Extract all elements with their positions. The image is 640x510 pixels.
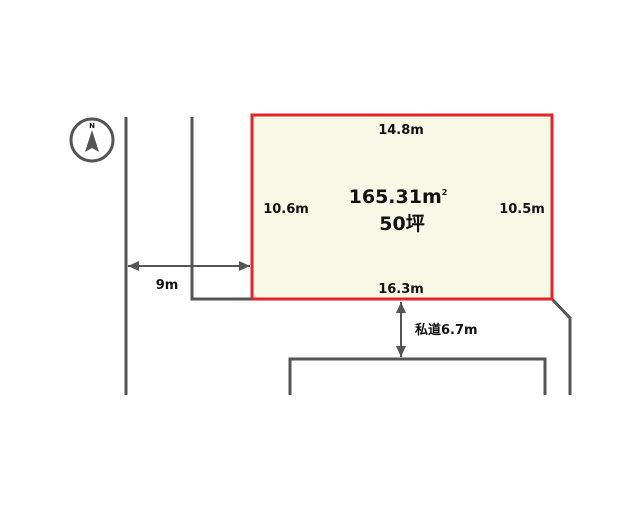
lot-area-sqm: 165.31m2 bbox=[349, 186, 448, 208]
road-width-label: 9m bbox=[156, 278, 179, 293]
arrow-right-icon bbox=[239, 261, 250, 271]
private-road-label: 私道6.7m bbox=[415, 322, 478, 338]
compass-label: N bbox=[89, 122, 95, 130]
private-road-dimension: 私道6.7m bbox=[396, 302, 478, 357]
adjacent-boundary bbox=[190, 117, 252, 301]
arrow-down-icon bbox=[396, 346, 406, 357]
lot-area-sqm-value: 165.31m bbox=[349, 186, 442, 208]
lot-left-length: 10.6m bbox=[263, 202, 309, 217]
lot-bottom-length: 16.3m bbox=[378, 282, 424, 297]
lot-outline bbox=[250, 113, 554, 301]
lot-area-tsubo: 50坪 bbox=[379, 213, 424, 235]
lot-right-length: 10.5m bbox=[499, 202, 545, 217]
north-compass: N bbox=[69, 117, 115, 163]
lot-top-length: 14.8m bbox=[378, 123, 424, 138]
north-arrow-icon bbox=[85, 130, 99, 152]
right-boundary bbox=[550, 297, 572, 395]
road-width-dimension: 9m bbox=[128, 261, 250, 293]
arrow-up-icon bbox=[396, 302, 406, 313]
lot-area-sqm-superscript: 2 bbox=[442, 188, 448, 197]
arrow-left-icon bbox=[128, 261, 139, 271]
opposite-building-outline bbox=[288, 357, 547, 395]
